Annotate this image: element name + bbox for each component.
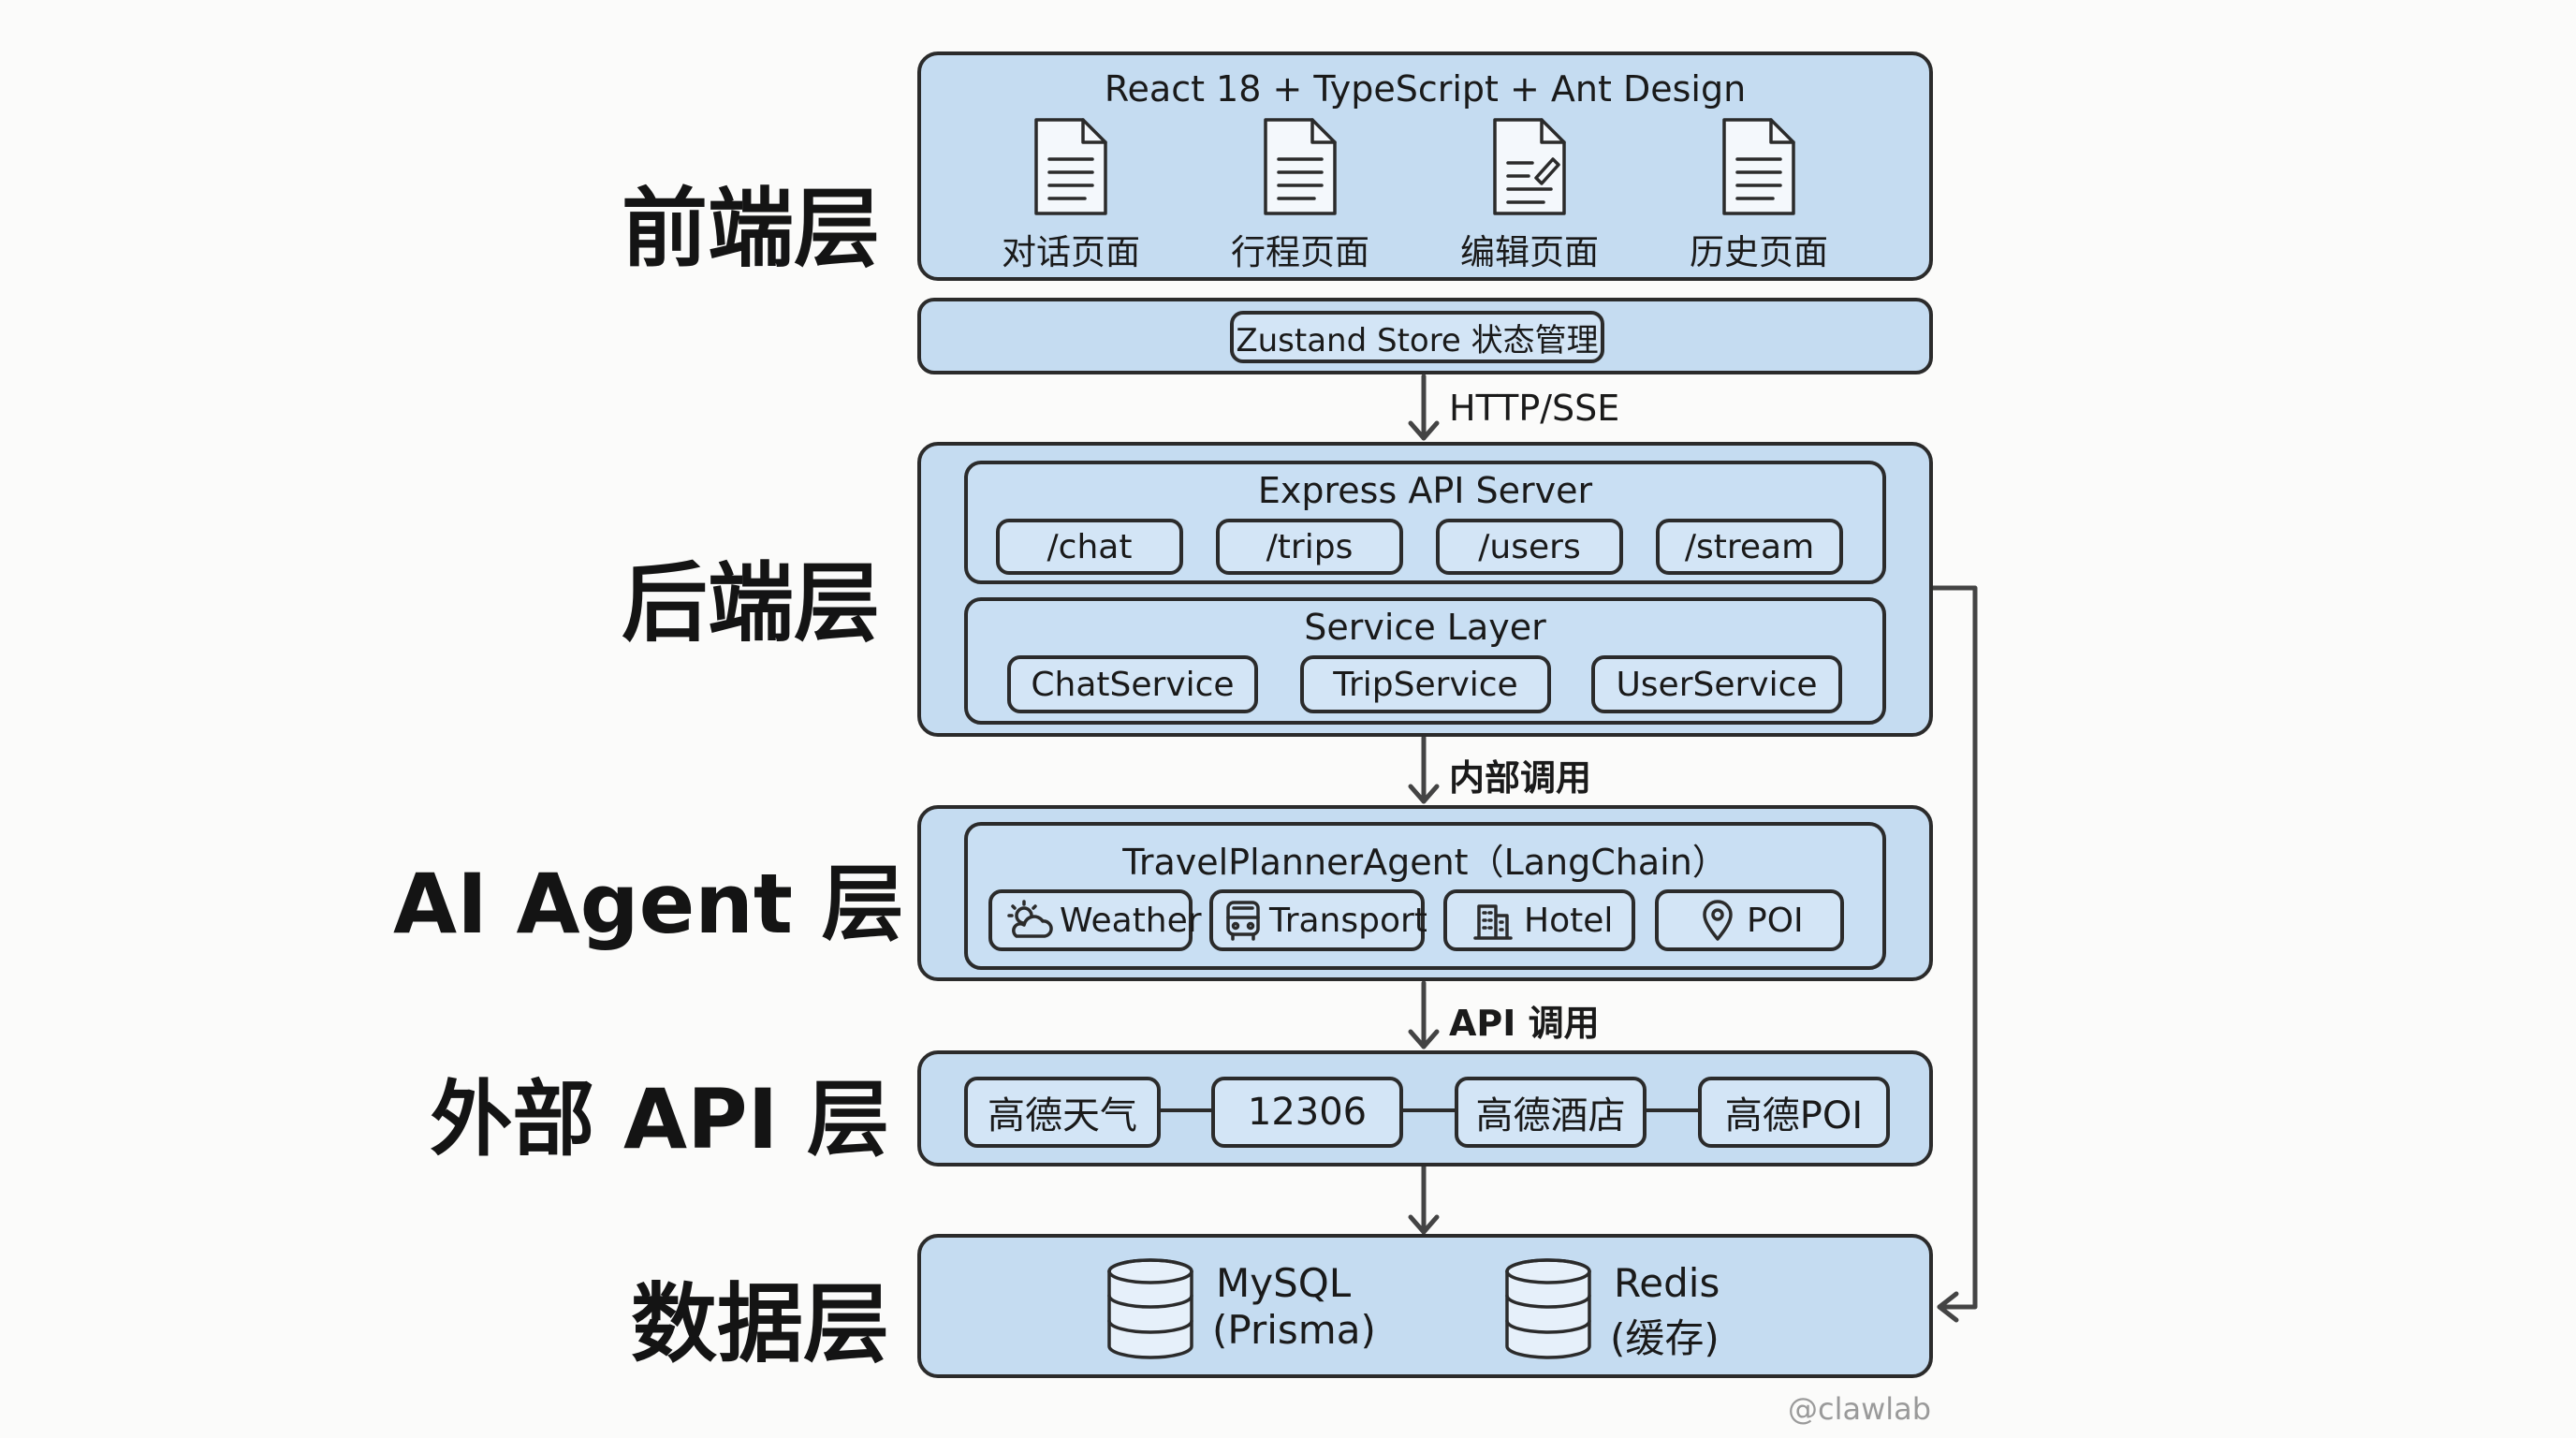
route-trips[interactable]: /trips <box>1216 519 1403 575</box>
user-service[interactable]: UserService <box>1591 655 1842 713</box>
api-gaode-hotel[interactable]: 高德酒店 <box>1455 1077 1647 1148</box>
zustand-store-badge[interactable]: Zustand Store 状态管理 <box>1230 311 1604 363</box>
bus-icon <box>1226 901 1260 941</box>
agent-title: TravelPlannerAgent（LangChain） <box>1122 842 1728 883</box>
connector-lines <box>1161 1108 1698 1112</box>
express-api-server: Express API Server /chat /trips /users /… <box>964 461 1886 584</box>
layer-label-data: 数据层 <box>630 1274 889 1374</box>
layer-label-backend: 后端层 <box>621 553 880 653</box>
chat-service[interactable]: ChatService <box>1007 655 1258 713</box>
page-item-trip[interactable]: 行程页面 <box>1207 116 1394 275</box>
page-item-chat[interactable]: 对话页面 <box>977 116 1164 275</box>
layer-label-external: 外部 API 层 <box>430 1071 889 1167</box>
datastore-name: MySQL <box>1216 1260 1352 1306</box>
datastore-name: Redis <box>1614 1260 1720 1306</box>
watermark: @clawlab <box>1788 1391 1932 1427</box>
datastore-detail: (Prisma) <box>1212 1307 1376 1353</box>
page-label: 对话页面 <box>1002 232 1140 272</box>
tool-label: Transport <box>1269 901 1427 940</box>
tool-label: POI <box>1747 901 1804 940</box>
external-api-layer: 高德天气 12306 高德酒店 高德POI <box>917 1050 1933 1167</box>
service-title: Service Layer <box>1304 607 1546 648</box>
api-gaode-weather[interactable]: 高德天气 <box>964 1077 1161 1148</box>
hotel-icon <box>1473 904 1513 940</box>
api-12306[interactable]: 12306 <box>1211 1077 1403 1148</box>
page-label: 历史页面 <box>1690 232 1828 272</box>
location-pin-icon <box>1703 900 1733 941</box>
frontend-title: React 18 + TypeScript + Ant Design <box>1104 68 1747 110</box>
layer-label-frontend: 前端层 <box>621 179 880 279</box>
document-icon <box>1034 118 1107 215</box>
backend-layer: Express API Server /chat /trips /users /… <box>917 442 1933 737</box>
document-edit-icon <box>1493 118 1566 215</box>
express-title: Express API Server <box>1257 470 1593 511</box>
document-icon <box>1722 118 1795 215</box>
document-icon <box>1264 118 1337 215</box>
weather-icon <box>1007 900 1053 938</box>
page-label: 行程页面 <box>1231 232 1369 272</box>
datastore-redis[interactable]: Redis (缓存) <box>1501 1255 1801 1367</box>
tool-poi[interactable]: POI <box>1655 889 1844 951</box>
tool-label: Weather <box>1060 901 1202 940</box>
trip-service[interactable]: TripService <box>1300 655 1551 713</box>
travel-planner-agent: TravelPlannerAgent（LangChain） Weather Tr… <box>964 822 1886 970</box>
state-store-bar: Zustand Store 状态管理 <box>917 298 1933 374</box>
route-stream[interactable]: /stream <box>1656 519 1843 575</box>
datastore-detail: (缓存) <box>1610 1315 1720 1361</box>
api-gaode-poi[interactable]: 高德POI <box>1698 1077 1890 1148</box>
agent-layer: TravelPlannerAgent（LangChain） Weather Tr… <box>917 805 1933 981</box>
route-chat[interactable]: /chat <box>996 519 1183 575</box>
layer-label-agent: AI Agent 层 <box>393 856 904 952</box>
page-label: 编辑页面 <box>1460 232 1599 272</box>
frontend-layer: React 18 + TypeScript + Ant Design 对话页面 … <box>917 51 1933 281</box>
database-icon <box>1505 1258 1591 1359</box>
datastore-mysql[interactable]: MySQL (Prisma) <box>1104 1255 1403 1367</box>
tool-hotel[interactable]: Hotel <box>1443 889 1635 951</box>
service-layer: Service Layer ChatService TripService Us… <box>964 597 1886 725</box>
route-users[interactable]: /users <box>1436 519 1623 575</box>
edge-label-internal: 内部调用 <box>1449 757 1592 799</box>
page-item-edit[interactable]: 编辑页面 <box>1436 116 1623 275</box>
tool-label: Hotel <box>1524 901 1614 940</box>
page-item-history[interactable]: 历史页面 <box>1665 116 1852 275</box>
tool-transport[interactable]: Transport <box>1209 889 1427 951</box>
edge-label-api: API 调用 <box>1449 1003 1600 1044</box>
tool-weather[interactable]: Weather <box>988 889 1202 951</box>
database-icon <box>1107 1258 1193 1359</box>
data-layer: MySQL (Prisma) Redis (缓存) <box>917 1234 1933 1378</box>
edge-label-http: HTTP/SSE <box>1449 388 1620 429</box>
